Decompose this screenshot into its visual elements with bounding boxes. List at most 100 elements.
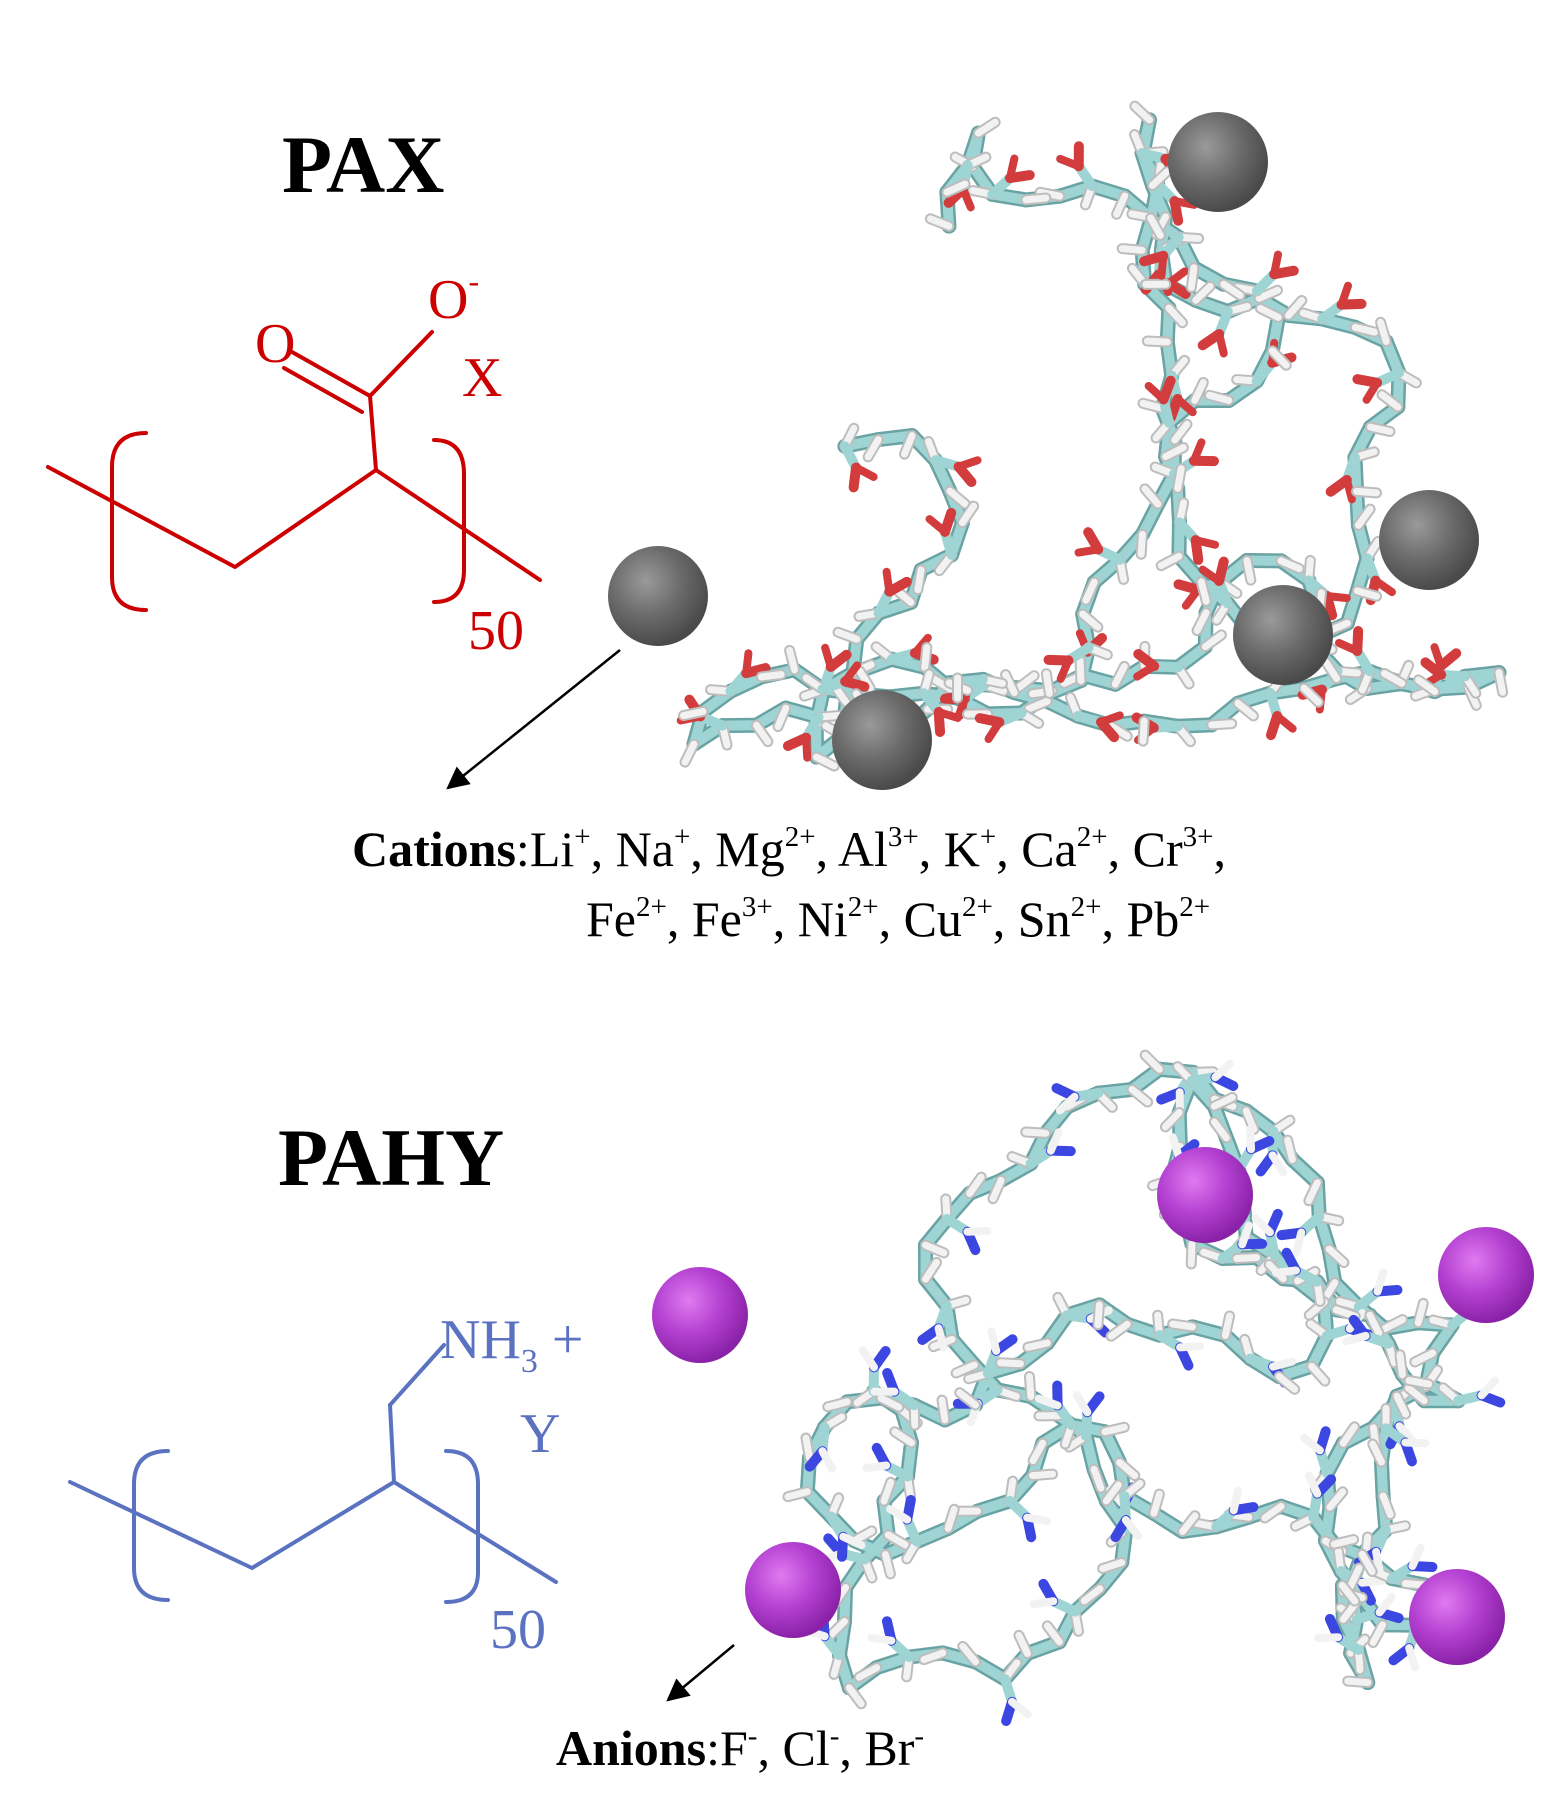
pax-cation-sphere: [1233, 585, 1333, 685]
bond-stick: [1393, 1392, 1410, 1418]
bond-stick: [1395, 1422, 1417, 1446]
bond-stick: [1215, 329, 1228, 358]
bond-stick: [880, 1478, 895, 1505]
bond-stick: [900, 432, 916, 458]
bond-stick: [989, 1176, 1005, 1203]
cation-ion: Na: [616, 821, 674, 877]
bond-stick: [1193, 609, 1210, 635]
bond-stick: [943, 180, 969, 196]
bond-stick: [757, 670, 785, 681]
bond-stick: [1137, 530, 1146, 558]
bond-stick: [1023, 1513, 1051, 1525]
bond-stick: [1106, 722, 1131, 740]
bond-stick: [1082, 578, 1098, 604]
bond-stick: [1087, 181, 1130, 201]
bond-stick: [926, 215, 953, 230]
bond-stick: [1121, 1516, 1143, 1540]
bond-stick: [859, 1346, 879, 1372]
bond-stick: [1022, 1128, 1050, 1137]
bond-stick: [1157, 251, 1168, 280]
bond-stick: [1381, 1316, 1407, 1333]
bond-stick: [1090, 1465, 1105, 1492]
bond-stick: [1025, 1373, 1035, 1400]
bond-stick: [1024, 1339, 1051, 1351]
pahy-bracket-left: [132, 1449, 170, 1602]
pax-backbone: [46, 465, 542, 582]
bond-stick: [786, 646, 799, 674]
bond-stick: [1150, 1490, 1163, 1517]
bond-stick: [910, 633, 932, 658]
bond-stick: [1034, 1394, 1062, 1410]
bond-stick: [1107, 1320, 1131, 1340]
bond-stick: [1148, 1508, 1188, 1537]
bond-stick: [1357, 1576, 1386, 1587]
pax-carbonyl-oxygen: O: [255, 313, 295, 375]
pax-cation-sphere: [1168, 112, 1268, 212]
bond-stick: [1176, 1342, 1205, 1352]
bond-stick: [1118, 245, 1146, 254]
bond-stick: [954, 456, 982, 471]
bond-stick: [1284, 1136, 1296, 1164]
bond-stick: [1080, 1585, 1104, 1605]
pax-counterion: X: [462, 347, 502, 409]
bond-stick: [1414, 1299, 1427, 1327]
bond-stick: [952, 1361, 978, 1377]
bond-stick: [1181, 585, 1202, 610]
bond-stick: [826, 1618, 848, 1640]
bond-stick: [1197, 578, 1210, 605]
pahy-3d-model: [782, 1049, 1506, 1727]
bond-stick: [1210, 1093, 1236, 1110]
bond-stick: [1008, 1697, 1032, 1719]
bond-stick: [1304, 1471, 1322, 1498]
pax-anion-bond: [368, 330, 434, 398]
pax-side-bond: [368, 394, 378, 472]
bond-stick: [1056, 656, 1073, 683]
bond-stick: [956, 1389, 979, 1409]
cation-ion: Ni: [798, 891, 848, 947]
bond-stick: [1325, 1245, 1348, 1267]
bond-stick: [1046, 1128, 1063, 1155]
bond-stick: [1339, 1423, 1358, 1447]
pax-bracket-right: [432, 438, 466, 604]
pahy-title: PAHY: [278, 1112, 504, 1203]
bond-stick: [1287, 1154, 1323, 1188]
bond-stick: [1072, 1391, 1092, 1417]
bond-stick: [1411, 1349, 1437, 1366]
bond-stick: [1079, 610, 1102, 631]
bond-stick: [884, 1531, 909, 1549]
bond-stick: [1314, 1633, 1343, 1643]
bond-stick: [1379, 1492, 1394, 1519]
bond-stick: [1157, 552, 1183, 570]
pahy-anion-sphere: [745, 1542, 841, 1638]
pahy-anion-sphere: [1157, 1147, 1253, 1243]
bond-stick: [1147, 180, 1171, 222]
bond-stick: [944, 1505, 958, 1532]
bond-stick: [1162, 444, 1187, 461]
bond-stick: [1272, 1266, 1300, 1277]
anions-label: Anions: [556, 1720, 706, 1776]
cation-ion: Al: [838, 821, 888, 877]
bond-stick: [1347, 1564, 1363, 1590]
bond-stick: [921, 643, 931, 671]
bond-stick: [1342, 475, 1356, 504]
bond-stick: [1251, 1214, 1274, 1237]
bond-stick: [1246, 1125, 1256, 1154]
pax-cation-sphere: [832, 690, 932, 790]
bond-stick: [997, 1359, 1024, 1368]
bond-stick: [1211, 1059, 1234, 1082]
cations-line-1: Cations:Li+, Na+, Mg2+, Al3+, K+, Ca2+, …: [352, 821, 1226, 877]
bond-stick: [1477, 1376, 1500, 1400]
bond-stick: [1173, 551, 1207, 587]
bond-stick: [1273, 712, 1297, 733]
bond-stick: [922, 1241, 948, 1257]
bond-stick: [1187, 1240, 1196, 1268]
bond-stick: [1042, 670, 1053, 697]
bond-stick: [1381, 336, 1404, 378]
bond-stick: [881, 1551, 894, 1578]
bond-stick: [878, 1496, 894, 1540]
bond-stick: [1495, 669, 1507, 696]
bond-stick: [1351, 323, 1379, 336]
bond-stick: [1002, 671, 1018, 697]
bond-stick: [1342, 1331, 1370, 1346]
pahy-backbone: [68, 1480, 558, 1584]
